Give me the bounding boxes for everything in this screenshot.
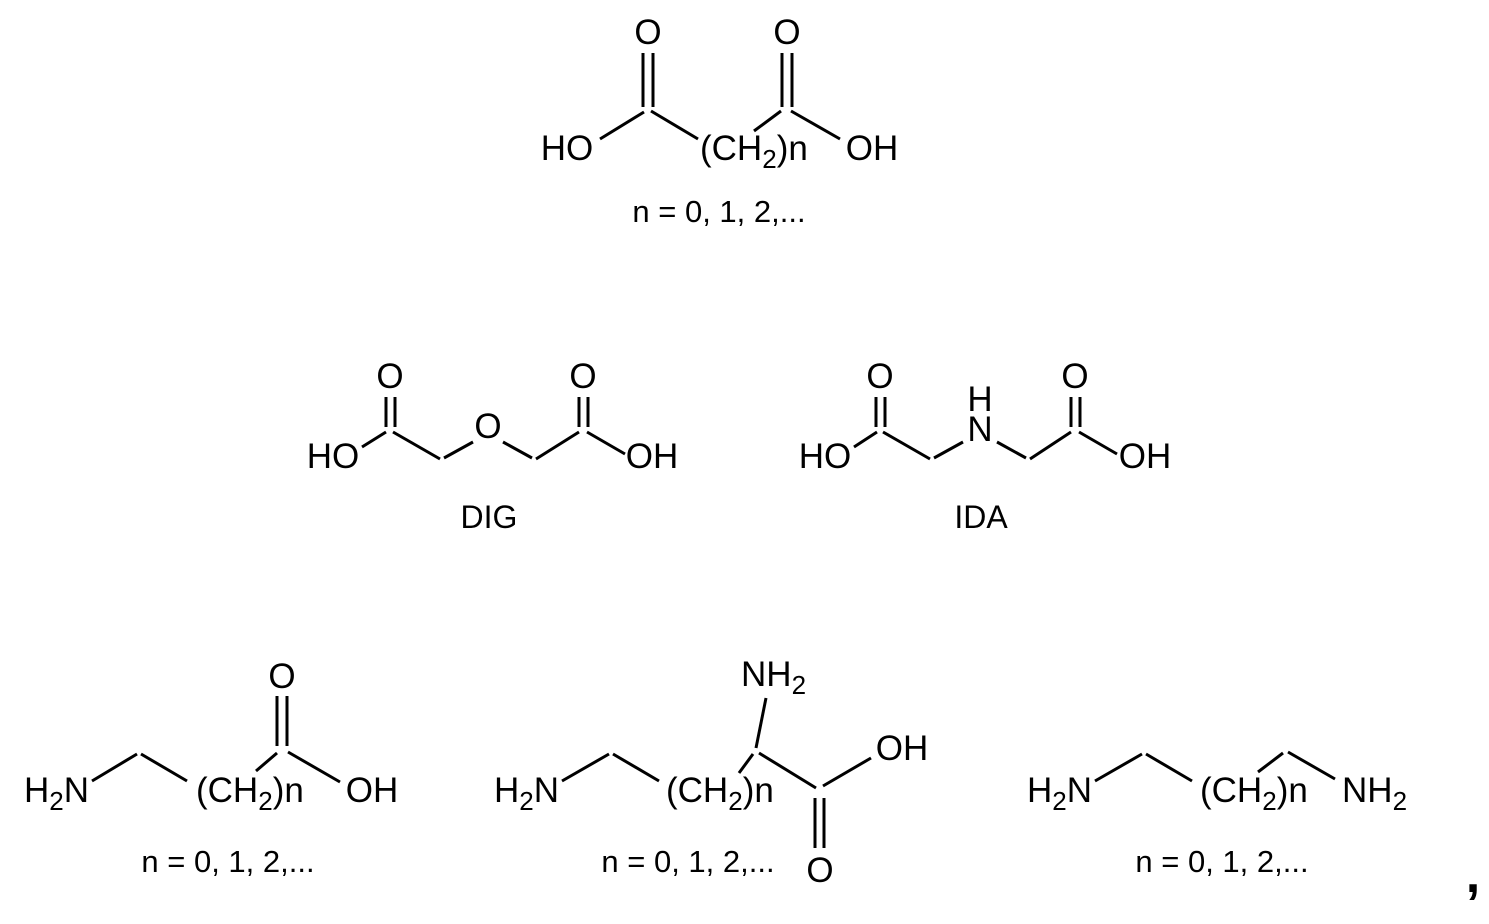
carbonyl-oxygen-label: O: [634, 13, 661, 52]
structure-ida: O O H N HO OH IDA: [799, 357, 1172, 535]
hydroxyl-label: OH: [1119, 437, 1172, 476]
bond-line: [443, 440, 474, 460]
carbonyl-oxygen-label: O: [376, 357, 403, 396]
ether-oxygen-label: O: [474, 407, 501, 446]
bond-line: [650, 109, 699, 141]
methylene-chain-label: (CH2)n: [700, 129, 808, 174]
carbonyl-oxygen-label: O: [806, 851, 833, 890]
bond-line: [753, 109, 782, 133]
carbonyl-oxygen-label: O: [773, 13, 800, 52]
hydroxyl-label: HO: [307, 437, 360, 476]
bond-line: [586, 430, 626, 456]
bond-line: [996, 440, 1027, 460]
bond-line: [822, 756, 872, 788]
amine-nitrogen-label: N: [967, 410, 992, 449]
hydroxyl-label: OH: [846, 129, 899, 168]
carbonyl-oxygen-label: O: [569, 357, 596, 396]
bond-line: [882, 430, 931, 461]
amine-hydrogen-label: H: [967, 380, 992, 419]
bond-line: [1145, 752, 1193, 783]
structure-dig: O O O HO OH DIG: [307, 357, 679, 535]
bond-line: [255, 751, 278, 773]
methylene-chain-label: (CH2)n: [666, 771, 774, 816]
hydroxyl-label: OH: [626, 437, 679, 476]
carbonyl-oxygen-label: O: [268, 657, 295, 696]
bond-line: [287, 750, 341, 784]
hydroxyl-label: OH: [876, 729, 929, 768]
bond-line: [91, 752, 138, 783]
carbonyl-oxygen-label: O: [1061, 357, 1088, 396]
hydroxyl-label: HO: [799, 437, 852, 476]
bond-line: [361, 430, 387, 449]
structure-diamino-acid: NH2 H2N (CH2)n OH O n = 0, 1, 2,...: [494, 655, 928, 890]
bond-line: [737, 753, 755, 774]
structure-dicarboxylic-acid: O O HO (CH2)n OH n = 0, 1, 2,...: [541, 13, 899, 229]
n-values-caption: n = 0, 1, 2,...: [601, 844, 774, 879]
bond-line: [1094, 752, 1143, 783]
trailing-comma: ,: [1466, 846, 1480, 904]
bond-line: [790, 109, 841, 141]
bond-line: [1078, 430, 1118, 456]
structure-name-ida: IDA: [954, 499, 1008, 535]
hydroxyl-label: HO: [541, 129, 594, 168]
bond-line: [853, 430, 878, 449]
bond-line: [535, 430, 580, 461]
bond-line: [561, 752, 610, 783]
bond-line: [933, 440, 964, 460]
bond-line: [754, 697, 768, 749]
amine-label: H2N: [24, 771, 89, 816]
bond-line: [758, 751, 817, 790]
methylene-chain-label: (CH2)n: [1200, 771, 1308, 816]
bond-line: [612, 752, 660, 783]
alpha-amine-label: NH2: [741, 655, 806, 700]
hydroxyl-label: OH: [346, 771, 399, 810]
bond-line: [502, 440, 533, 460]
carbonyl-oxygen-label: O: [866, 357, 893, 396]
structure-amino-acid: O H2N (CH2)n OH n = 0, 1, 2,...: [24, 657, 398, 879]
n-values-caption: n = 0, 1, 2,...: [632, 194, 805, 229]
bond-line: [140, 752, 188, 783]
structure-diamine: H2N (CH2)n NH2 n = 0, 1, 2,...: [1027, 750, 1407, 879]
amine-label: H2N: [1027, 771, 1092, 816]
amine-label: H2N: [494, 771, 559, 816]
structure-name-dig: DIG: [461, 499, 518, 535]
methylene-chain-label: (CH2)n: [196, 771, 304, 816]
bond-line: [1287, 750, 1336, 781]
bond-line: [599, 110, 645, 141]
n-values-caption: n = 0, 1, 2,...: [1135, 844, 1308, 879]
n-values-caption: n = 0, 1, 2,...: [141, 844, 314, 879]
amine-label: NH2: [1342, 771, 1407, 816]
bond-line: [392, 430, 441, 461]
bond-line: [1029, 430, 1072, 461]
bond-line: [1257, 751, 1284, 774]
